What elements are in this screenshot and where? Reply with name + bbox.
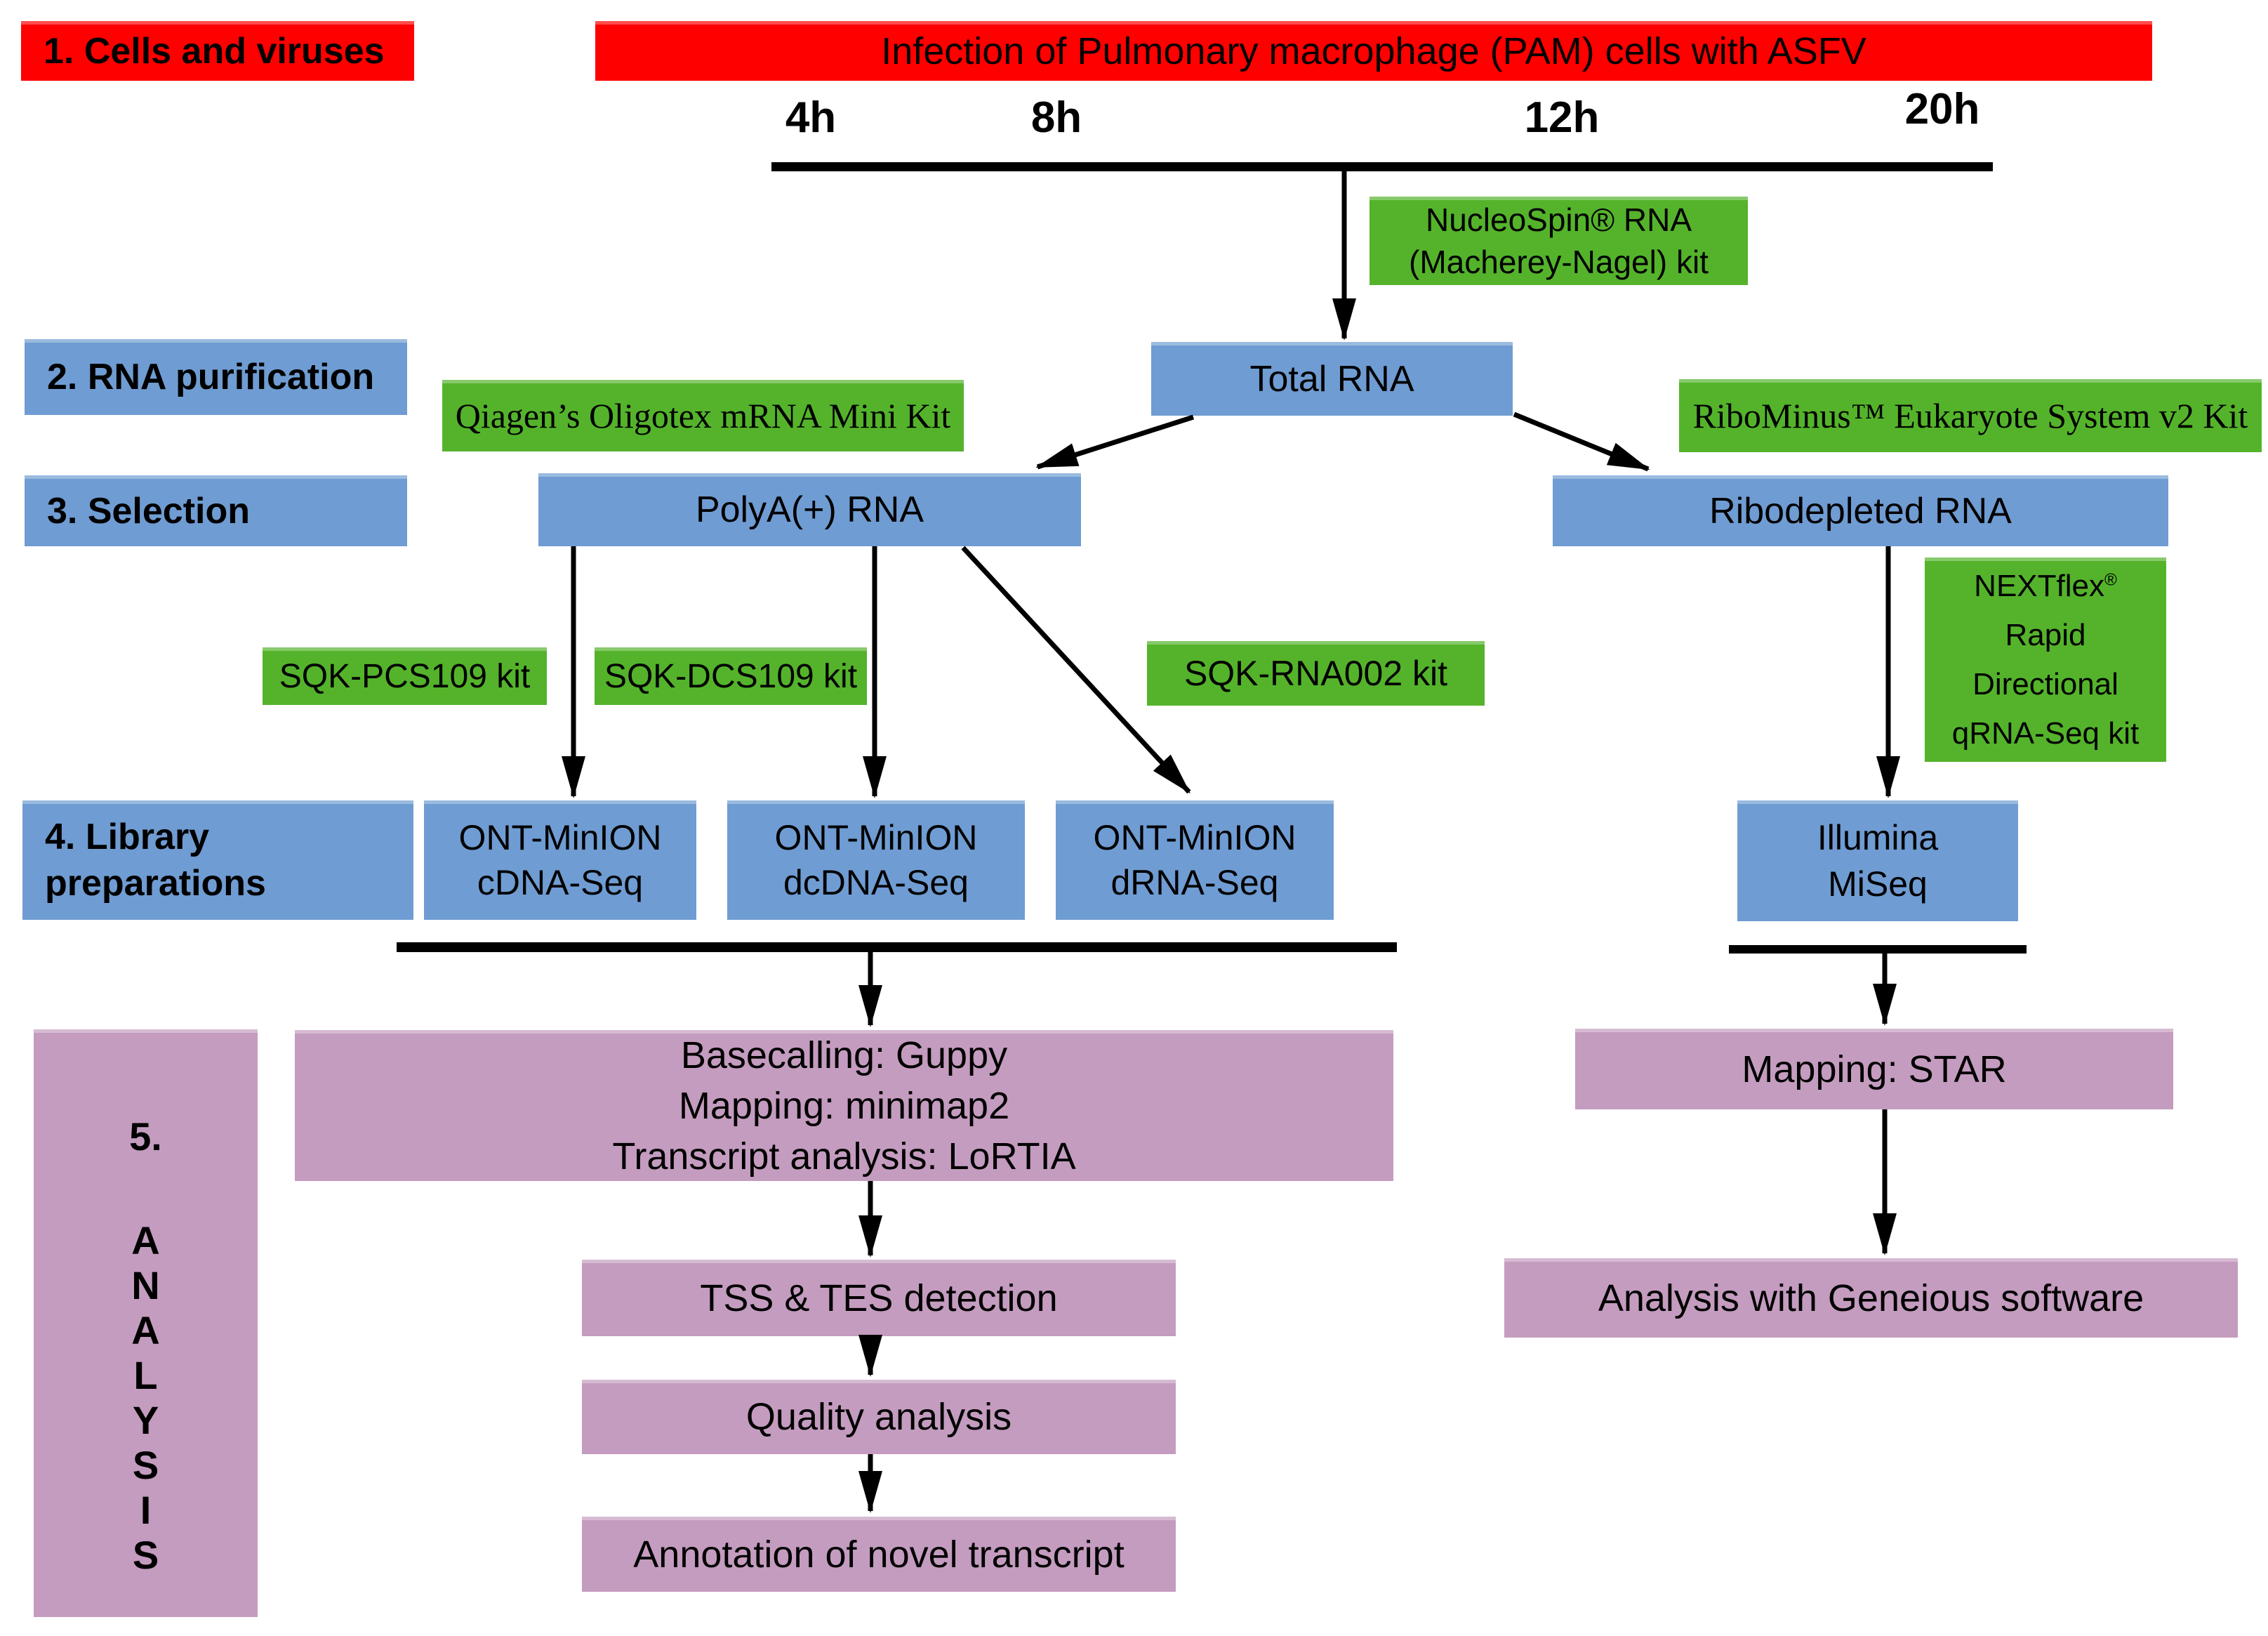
annotation-text: Annotation of novel transcript (633, 1533, 1125, 1576)
sqk-rna002-kit-box: SQK-RNA002 kit (1147, 641, 1485, 706)
step5-letter: A (131, 1218, 160, 1262)
step4-label: 4. Library preparations (22, 800, 413, 920)
basecalling-node: Basecalling: Guppy Mapping: minimap2 Tra… (295, 1030, 1393, 1181)
quality-analysis-node: Quality analysis (582, 1380, 1176, 1454)
mapping-star-node: Mapping: STAR (1575, 1029, 2173, 1109)
nextflex-name: NEXTflex (1974, 568, 2104, 603)
step1-text: 1. Cells and viruses (44, 30, 385, 72)
nextflex-reg-mark: ® (2104, 569, 2117, 589)
step5-letter: L (133, 1353, 158, 1397)
illumina-line2: MiSeq (1828, 864, 1928, 904)
ont-dcdna-node: ONT-MinION dcDNA-Seq (727, 800, 1025, 920)
nextflex-kit-box: NEXTflex® Rapid Directional qRNA-Seq kit (1925, 558, 2166, 762)
step5-letter: A (131, 1308, 160, 1352)
step2-text: 2. RNA purification (47, 357, 375, 397)
basecalling-line3: Transcript analysis: LoRTIA (612, 1135, 1076, 1177)
step2-label: 2. RNA purification (25, 339, 407, 415)
timepoint-12h: 12h (1524, 93, 1600, 142)
ribominus-kit-text: RiboMinus™ Eukaryote System v2 Kit (1692, 396, 2248, 435)
annotation-node: Annotation of novel transcript (582, 1517, 1176, 1592)
arrow-total-rna-to-ribodepleted (1513, 411, 1650, 472)
step3-label: 3. Selection (25, 475, 407, 546)
quality-analysis-text: Quality analysis (745, 1396, 1012, 1438)
geneious-text: Analysis with Geneious software (1598, 1277, 2144, 1319)
sqk-rna002-text: SQK-RNA002 kit (1183, 654, 1448, 693)
arrow-total-rna-to-polya (1035, 414, 1195, 470)
ont-dcdna-line2: dcDNA-Seq (783, 863, 969, 902)
nextflex-line3: Directional (1972, 666, 2118, 701)
step5-letter: Y (132, 1398, 159, 1442)
step5-letter: I (140, 1488, 152, 1532)
ribodepleted-rna-text: Ribodepleted RNA (1709, 490, 2012, 532)
nextflex-line2: Rapid (2005, 617, 2086, 652)
timepoint-20h: 20h (1904, 85, 1980, 133)
step5-number: 5. (129, 1114, 162, 1159)
nextflex-line1: NEXTflex® (1974, 562, 2117, 611)
step5-analysis-label: 5. A N A L Y S I S (34, 1029, 258, 1617)
geneious-node: Analysis with Geneious software (1504, 1258, 2238, 1338)
step5-letter: S (132, 1443, 159, 1487)
step3-text: 3. Selection (47, 490, 250, 532)
ont-cdna-line2: cDNA-Seq (477, 863, 644, 902)
illumina-miseq-node: Illumina MiSeq (1737, 800, 2018, 921)
ont-collector-bar (397, 942, 1397, 952)
illumina-line1: Illumina (1817, 818, 1939, 857)
sqk-dcs109-text: SQK-DCS109 kit (604, 657, 858, 695)
total-rna-node: Total RNA (1151, 342, 1513, 416)
sqk-dcs109-kit-box: SQK-DCS109 kit (595, 647, 867, 705)
tss-tes-node: TSS & TES detection (582, 1260, 1176, 1336)
ont-cdna-node: ONT-MinION cDNA-Seq (424, 800, 696, 920)
nextflex-line4: qRNA-Seq kit (1951, 715, 2140, 751)
step4-line1: 4. Library (45, 817, 210, 857)
ont-cdna-line1: ONT-MinION (458, 818, 662, 857)
step4-line2: preparations (45, 863, 266, 904)
polya-rna-node: PolyA(+) RNA (538, 473, 1081, 546)
infection-banner-text: Infection of Pulmonary macrophage (PAM) … (881, 29, 1866, 72)
ont-dcdna-line1: ONT-MinION (774, 818, 978, 857)
total-rna-text: Total RNA (1249, 358, 1414, 400)
ont-drna-line1: ONT-MinION (1093, 818, 1297, 857)
sqk-pcs109-text: SQK-PCS109 kit (279, 657, 531, 695)
step5-letters: A N A L Y S I S (131, 1218, 159, 1578)
sqk-pcs109-kit-box: SQK-PCS109 kit (263, 647, 547, 705)
nucleospin-line1: NucleoSpin® RNA (1425, 202, 1692, 238)
ont-drna-line2: dRNA-Seq (1110, 863, 1279, 902)
tss-tes-text: TSS & TES detection (700, 1277, 1058, 1319)
polya-rna-text: PolyA(+) RNA (695, 489, 924, 530)
ont-drna-node: ONT-MinION dRNA-Seq (1056, 800, 1334, 920)
basecalling-line1: Basecalling: Guppy (680, 1034, 1008, 1076)
nucleospin-kit-box: NucleoSpin® RNA (Macherey-Nagel) kit (1370, 197, 1748, 285)
ribodepleted-rna-node: Ribodepleted RNA (1553, 475, 2168, 546)
timepoint-8h: 8h (1030, 93, 1082, 142)
timeline-bar (771, 162, 1993, 171)
step5-letter: N (131, 1263, 160, 1307)
infection-banner: Infection of Pulmonary macrophage (PAM) … (595, 21, 2152, 81)
qiagen-kit-box: Qiagen’s Oligotex mRNA Mini Kit (442, 380, 964, 451)
step1-label: 1. Cells and viruses (21, 21, 414, 81)
illumina-collector-bar (1729, 945, 2027, 954)
step5-letter: S (132, 1533, 159, 1577)
basecalling-line2: Mapping: minimap2 (678, 1084, 1010, 1127)
timepoint-4h: 4h (785, 93, 837, 142)
mapping-star-text: Mapping: STAR (1742, 1048, 2007, 1090)
nucleospin-line2: (Macherey-Nagel) kit (1409, 244, 1709, 280)
ribominus-kit-box: RiboMinus™ Eukaryote System v2 Kit (1679, 379, 2262, 452)
qiagen-kit-text: Qiagen’s Oligotex mRNA Mini Kit (455, 396, 951, 435)
